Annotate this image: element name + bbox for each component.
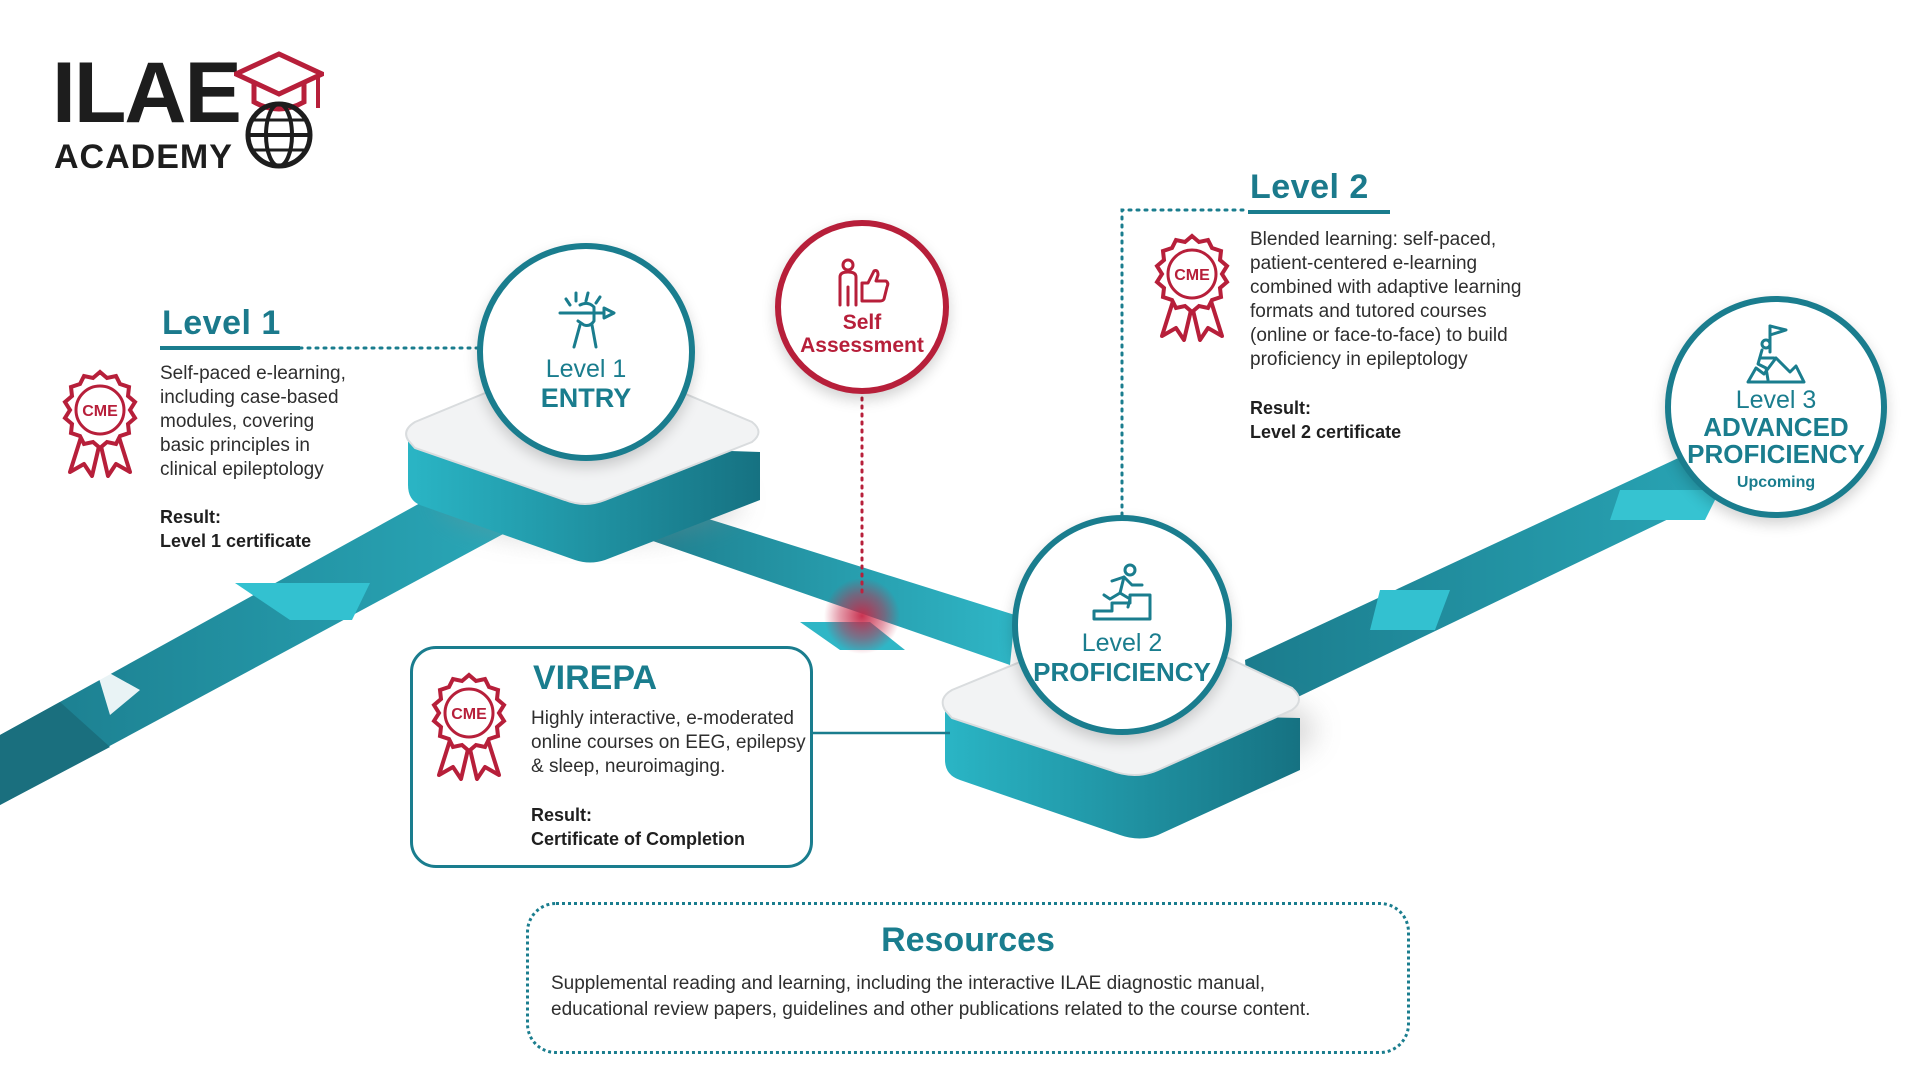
node-level2-proficiency[interactable]: Level 2 PROFICIENCY	[1012, 515, 1232, 735]
virepa-cme-badge-icon: CME	[431, 672, 507, 781]
resources-description: Supplemental reading and learning, inclu…	[551, 973, 1311, 1020]
level2-cme-badge-icon: CME	[1154, 233, 1230, 342]
svg-text:CME: CME	[82, 403, 118, 420]
level2-description: Blended learning: self-paced, patient-ce…	[1250, 229, 1522, 370]
advanced-level-label: Level 3	[1735, 386, 1817, 414]
resources-title: Resources	[881, 921, 1055, 959]
level2-title-underline	[1248, 210, 1390, 214]
level2-connector	[1120, 208, 1247, 517]
virepa-description: Highly interactive, e-moderated online c…	[531, 708, 806, 777]
svg-text:CME: CME	[451, 706, 487, 723]
self-assessment-line1: Self	[842, 311, 882, 334]
proficiency-level-label: Level 2	[1081, 629, 1163, 657]
logo-sub: ACADEMY	[54, 138, 233, 176]
self-assessment-line2: Assessment	[800, 334, 924, 357]
hand-pen-icon	[558, 291, 616, 349]
level2-title: Level 2	[1250, 168, 1369, 206]
level1-title-underline	[160, 346, 300, 350]
level2-result: Result: Level 2 certificate	[1250, 398, 1402, 442]
ribbon-segment-3	[1245, 420, 1760, 720]
advanced-name-line1: ADVANCED	[1703, 412, 1849, 442]
svg-text:CME: CME	[1174, 267, 1210, 284]
logo-word: ILAE	[52, 45, 242, 141]
resources-panel: Resources Supplemental reading and learn…	[526, 902, 1410, 1054]
ilae-academy-logo: ILAE ACADEMY	[52, 48, 332, 178]
node-self-assessment[interactable]: Self Assessment	[775, 220, 949, 394]
graduation-globe-icon	[234, 51, 324, 169]
level1-description: Self-paced e-learning, including case-ba…	[160, 363, 346, 480]
summit-flag-icon	[1746, 324, 1806, 384]
level1-cme-badge-icon: CME	[62, 369, 138, 478]
advanced-name-line2: PROFICIENCY	[1687, 439, 1865, 469]
node-level1-entry[interactable]: Level 1 ENTRY	[477, 243, 695, 461]
virepa-panel: CME VIREPA Highly interactive, e-moderat…	[410, 646, 813, 868]
proficiency-name-label: PROFICIENCY	[1033, 657, 1211, 687]
thumbs-up-person-icon	[838, 258, 890, 307]
entry-level-label: Level 1	[545, 355, 627, 383]
virepa-title: VIREPA	[533, 659, 658, 697]
level1-result: Result: Level 1 certificate	[160, 507, 312, 551]
entry-name-label: ENTRY	[540, 383, 632, 413]
ribbon-segment-1	[0, 470, 520, 805]
level1-title: Level 1	[162, 304, 281, 342]
running-steps-icon	[1092, 563, 1152, 621]
virepa-result: Result: Certificate of Completion	[531, 805, 746, 849]
advanced-status-badge: Upcoming	[1736, 474, 1816, 491]
node-level3-advanced[interactable]: Level 3 ADVANCED PROFICIENCY Upcoming	[1665, 296, 1887, 518]
self-assessment-marker	[824, 578, 900, 654]
